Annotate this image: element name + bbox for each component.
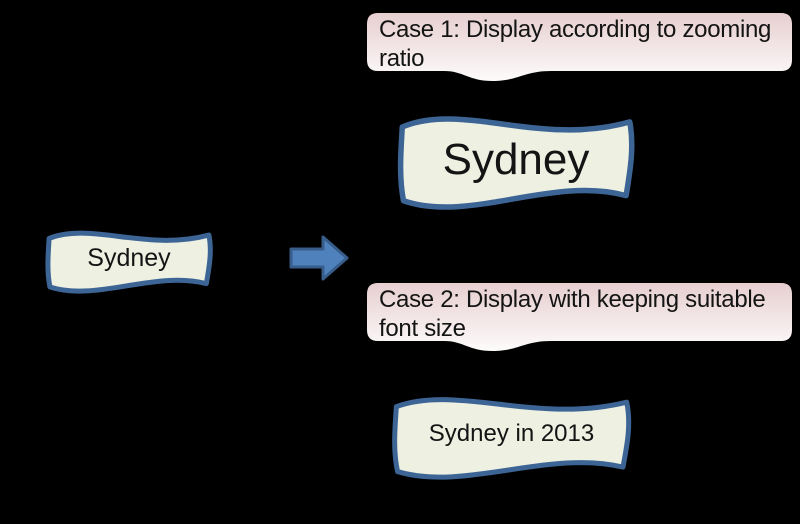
flag-label: Sydney — [87, 244, 171, 272]
callout-bubble-shape — [367, 13, 792, 81]
flag-label: Sydney — [442, 134, 590, 184]
case2-callout-text: Case 2: Display with keeping suitable fo… — [379, 285, 787, 343]
source-flag: Sydney — [44, 220, 214, 297]
case1-callout-text: Case 1: Display according to zooming rat… — [379, 15, 787, 73]
callout-line: ratio — [379, 45, 425, 72]
case2-result-flag: Sydney in 2013 — [389, 382, 634, 485]
callout-line: Case 2: Display with keeping suitable — [379, 286, 766, 313]
callout-line: font size — [379, 315, 466, 342]
case1-callout: Case 1: Display according to zooming rat… — [366, 12, 793, 82]
flag-label: Sydney in 2013 — [428, 419, 595, 447]
case2-callout: Case 2: Display with keeping suitable fo… — [366, 282, 793, 352]
callout-line: Case 1: Display according to zooming — [379, 16, 772, 43]
wave-flag-shape — [395, 99, 637, 216]
right-arrow-shape — [289, 235, 349, 281]
wave-flag-shape — [44, 220, 214, 297]
callout-bubble-shape — [367, 283, 792, 351]
right-arrow-icon — [288, 234, 350, 282]
case1-result-flag: Sydney — [395, 99, 637, 216]
wave-flag-shape — [389, 382, 634, 485]
